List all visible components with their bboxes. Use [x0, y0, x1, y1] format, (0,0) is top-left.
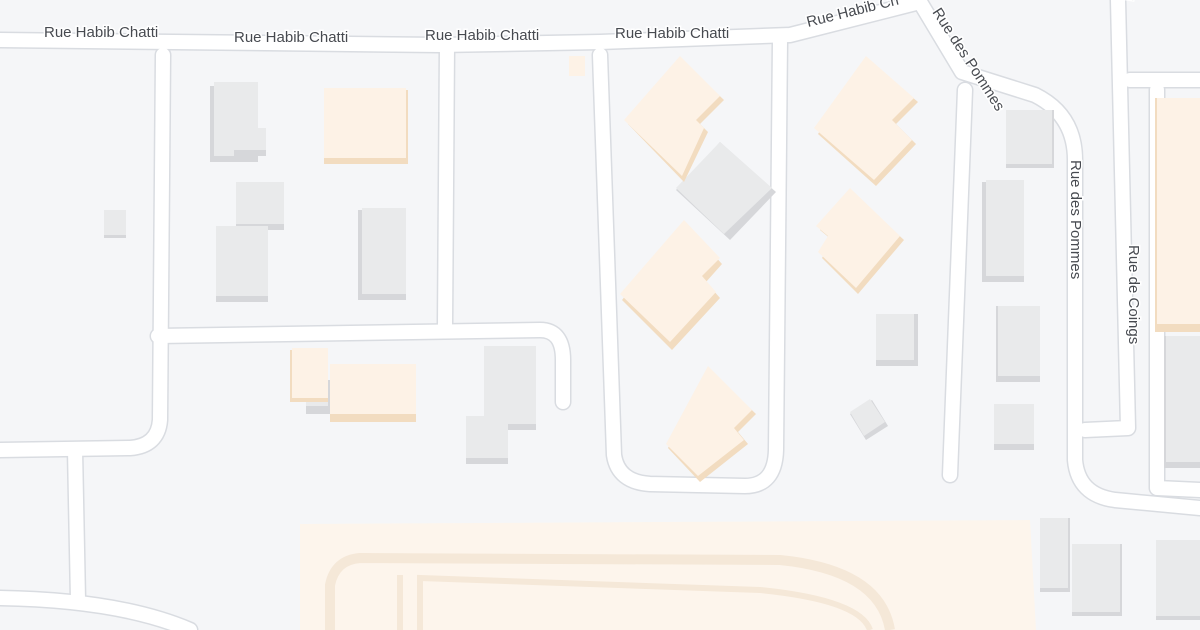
- street-label-rue-de-coings: Rue de Coings: [1125, 245, 1142, 344]
- buildings: [104, 82, 1200, 620]
- street-label-habib-chatti: Rue Habib Chatti: [44, 24, 158, 41]
- street-label-rue-des-pommes: Rue des Pommes: [1067, 160, 1084, 279]
- large-highlighted-area: [300, 520, 1036, 630]
- street-label-habib-chatti: Rue Habib Chatti: [425, 27, 539, 44]
- street-label-habib-chatti: Rue Habib Chatti: [615, 25, 729, 42]
- highlighted-buildings: [290, 56, 1200, 482]
- street-label-cut-off: Ru: [1120, 0, 1140, 2]
- street-label-habib-chatti: Rue Habib Chatti: [234, 29, 348, 46]
